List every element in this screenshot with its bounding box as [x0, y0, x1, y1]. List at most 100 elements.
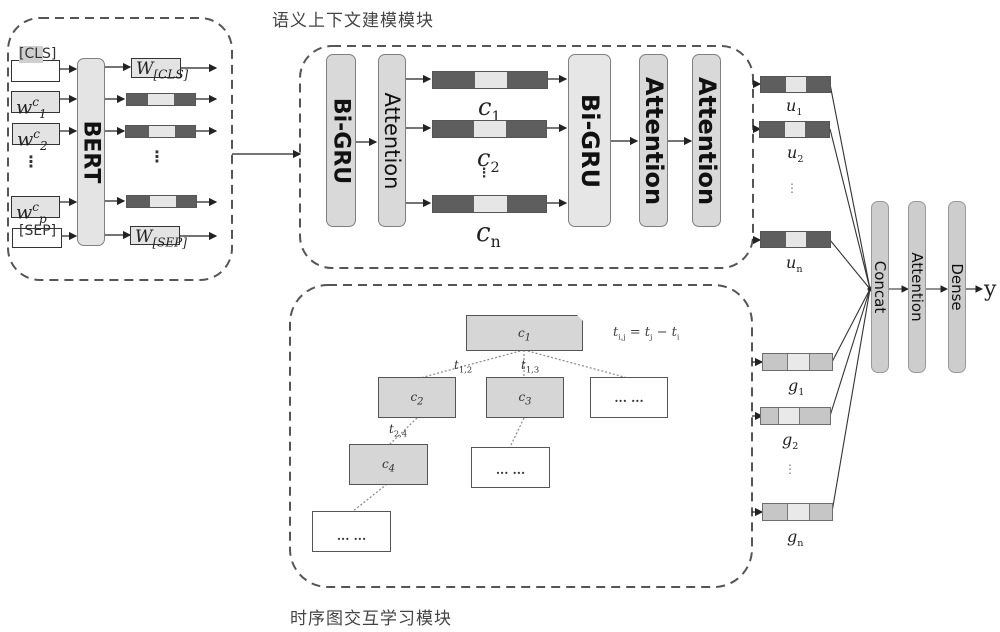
context-arrows	[356, 74, 764, 517]
input-token-w2: wc2	[12, 123, 60, 153]
output-y: y	[984, 277, 997, 302]
input-token-w1: wc1	[11, 91, 60, 121]
cls-token-text: [CLS]	[19, 46, 57, 62]
gn-base: g	[787, 527, 798, 546]
w1-sup: c	[32, 95, 39, 109]
c1-sub: 1	[491, 108, 501, 125]
formula-lhs-sub: i,j	[618, 332, 626, 342]
w-cls-base: W	[136, 59, 154, 79]
formula-rhs2-sub: i	[676, 332, 680, 342]
layer-bigru-2-label: Bi-GRU	[575, 93, 604, 188]
time-diff-formula: ti,j = tj − ti	[613, 325, 680, 342]
w2-sub: 2	[40, 139, 48, 154]
node-c2-base: c	[410, 390, 418, 404]
wp-sup: c	[32, 200, 39, 214]
w2-sup: c	[33, 127, 40, 141]
graph-label-1: g1	[788, 376, 804, 398]
dense-layer: Dense	[948, 201, 966, 373]
fusion-lines	[829, 83, 984, 513]
input-token-cls	[11, 60, 60, 82]
clause-vector-2	[432, 120, 547, 138]
bert-label: BERT	[78, 120, 104, 184]
layer-attention-1: Attention	[378, 54, 406, 227]
graph-vector-ellipsis: ⋮	[784, 462, 796, 476]
layer-attention-2: Attention	[639, 54, 668, 227]
output-w-cls: W[CLS]	[131, 58, 188, 81]
output-w-sep: W[SEP]	[130, 226, 187, 249]
layer-bigru-2: Bi-GRU	[568, 54, 611, 227]
node-c3-sub: 3	[525, 396, 532, 408]
u1-sub: 1	[796, 107, 803, 119]
clause-ellipsis: ⋮	[477, 166, 491, 181]
clause-label-1: c1	[478, 93, 501, 125]
un-sub: n	[796, 264, 803, 276]
node-c1-sub: 1	[524, 332, 532, 344]
wp-sub: p	[39, 212, 47, 227]
layer-attention-3: Attention	[692, 54, 721, 227]
utterance-ellipsis: ⋮	[786, 181, 798, 195]
graph-node-more-1: ... ...	[590, 377, 668, 418]
bert-module-border	[7, 17, 233, 281]
node-c4-base: c	[381, 457, 389, 471]
formula-lhs: t	[613, 325, 619, 340]
layer-attention-1-label: Attention	[380, 92, 404, 189]
concat-layer: Concat	[871, 201, 889, 373]
bert-encoder-block: BERT	[77, 58, 105, 246]
utterance-vector-n	[760, 231, 831, 248]
graph-node-c3: c3	[486, 377, 564, 418]
w-cls-sub: [CLS]	[153, 67, 189, 82]
fusion-attention-label: Attention	[908, 252, 926, 322]
graph-label-n: gn	[787, 527, 803, 549]
g1-sub: 1	[798, 387, 805, 399]
node-c4-sub: 4	[388, 463, 396, 475]
w1-sub: 1	[39, 107, 47, 122]
layer-attention-2-label: Attention	[639, 76, 668, 205]
input-ellipsis: ⋮	[23, 152, 39, 171]
concat-label: Concat	[871, 260, 889, 314]
t12-base: t	[454, 358, 459, 372]
graph-module-title: 时序图交互学习模块	[290, 609, 452, 629]
graph-node-c4: c4	[349, 444, 428, 485]
graph-node-more-2: ... ...	[471, 447, 550, 488]
edge-label-t12: t1,2	[454, 358, 472, 374]
cn-base: c	[476, 218, 491, 248]
graph-vector-n	[762, 503, 833, 521]
t12-sub: 1,2	[458, 364, 473, 375]
u1-base: u	[786, 96, 797, 115]
context-module-border	[299, 45, 754, 269]
clause-label-2: c2	[477, 144, 500, 176]
graph-edges	[351, 349, 629, 513]
graph-label-2: g2	[782, 430, 798, 452]
c1-base: c	[478, 93, 492, 121]
output-vector-2	[125, 125, 196, 138]
clause-label-n: cn	[476, 218, 501, 251]
t13-base: t	[521, 358, 526, 372]
wp-base: w	[16, 201, 33, 224]
un-base: u	[786, 253, 797, 272]
edge-label-t24: t2,4	[389, 422, 407, 438]
formula-op: −	[656, 325, 668, 340]
edge-label-t13: t1,3	[521, 358, 539, 374]
node-c1-base: c	[517, 326, 525, 340]
g1-base: g	[788, 376, 799, 395]
cn-sub: n	[490, 233, 501, 252]
formula-rhs1-sub: j	[650, 332, 653, 342]
sep-token-text: [SEP]	[19, 223, 57, 239]
formula-rhs2: t	[671, 325, 677, 340]
layer-bigru-1-label: Bi-GRU	[328, 97, 354, 184]
u2-base: u	[787, 143, 798, 162]
utterance-label-n: un	[786, 253, 803, 275]
node-c2-sub: 2	[417, 396, 424, 408]
utterance-vector-2	[759, 121, 830, 138]
w2-base: w	[17, 128, 34, 151]
output-ellipsis: ⋮	[149, 147, 165, 166]
t13-sub: 1,3	[525, 364, 540, 375]
node-c3-base: c	[518, 390, 526, 404]
graph-node-c1: c1	[466, 315, 583, 351]
graph-vector-1	[762, 353, 833, 371]
graph-vector-2	[760, 407, 831, 425]
graph-node-c2: c2	[378, 377, 456, 418]
gn-sub: n	[797, 538, 804, 550]
t24-base: t	[389, 422, 394, 436]
